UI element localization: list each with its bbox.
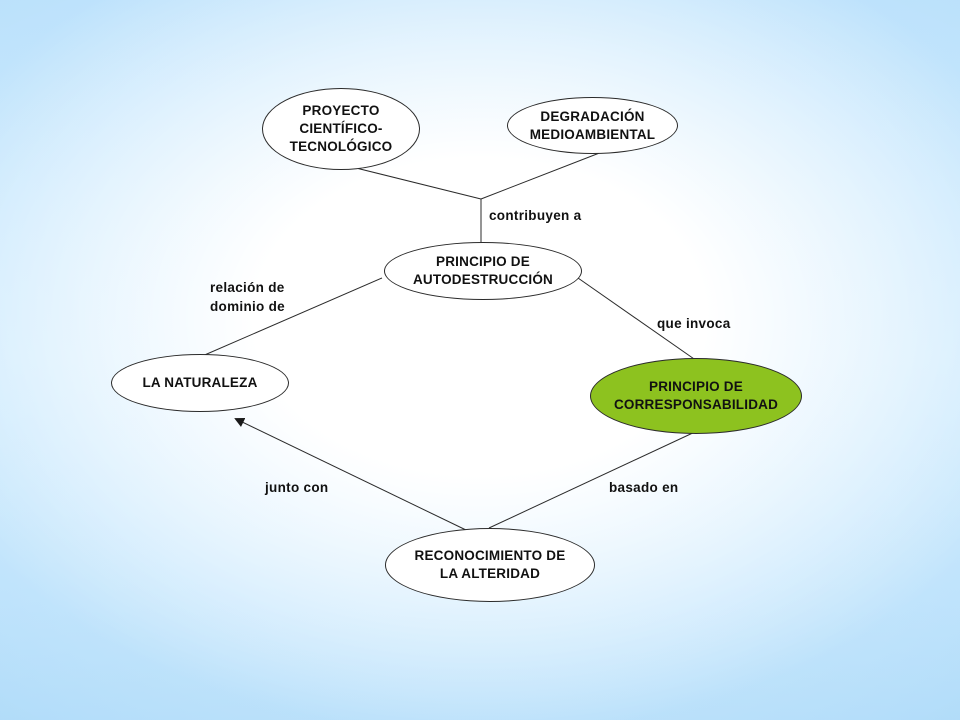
connector-corresponsabilidad-alteridad bbox=[488, 430, 698, 529]
node-principio-autodestruccion: PRINCIPIO DE AUTODESTRUCCIÓN bbox=[384, 242, 582, 300]
connector-degradacion bbox=[480, 151, 603, 200]
node-autodestruccion-label: PRINCIPIO DE AUTODESTRUCCIÓN bbox=[412, 254, 553, 287]
label-contribuyen-a: contribuyen a bbox=[489, 208, 582, 223]
node-degradacion-medioambiental: DEGRADACIÓN MEDIOAMBIENTAL bbox=[507, 97, 678, 154]
label-que-invoca: que invoca bbox=[657, 316, 731, 331]
node-la-naturaleza: LA NATURALEZA bbox=[111, 354, 289, 412]
node-naturaleza-label: LA NATURALEZA bbox=[142, 375, 258, 390]
arrow-alteridad-naturaleza bbox=[234, 417, 467, 531]
label-basado-en: basado en bbox=[609, 480, 679, 495]
node-degradacion-label: DEGRADACIÓN MEDIOAMBIENTAL bbox=[529, 108, 656, 142]
connector-proyecto bbox=[351, 166, 482, 200]
connector-naturaleza-autodestruccion bbox=[199, 277, 383, 358]
node-principio-corresponsabilidad: PRINCIPIO DE CORRESPONSABILIDAD bbox=[590, 358, 802, 434]
node-corresponsabilidad-label: PRINCIPIO DE CORRESPONSABILIDAD bbox=[613, 379, 779, 412]
node-alteridad-label: RECONOCIMIENTO DE LA ALTERIDAD bbox=[414, 548, 566, 581]
connector-autodestruccion-corresponsabilidad bbox=[577, 277, 698, 362]
node-proyecto-label: PROYECTO CIENTÍFICO- TECNOLÓGICO bbox=[289, 103, 393, 154]
node-reconocimiento-alteridad: RECONOCIMIENTO DE LA ALTERIDAD bbox=[385, 528, 595, 602]
label-junto-con: junto con bbox=[265, 480, 329, 495]
label-relacion-de-dominio: relación de dominio de bbox=[210, 280, 285, 314]
node-proyecto-cientifico-tecnologico: PROYECTO CIENTÍFICO- TECNOLÓGICO bbox=[262, 88, 420, 170]
